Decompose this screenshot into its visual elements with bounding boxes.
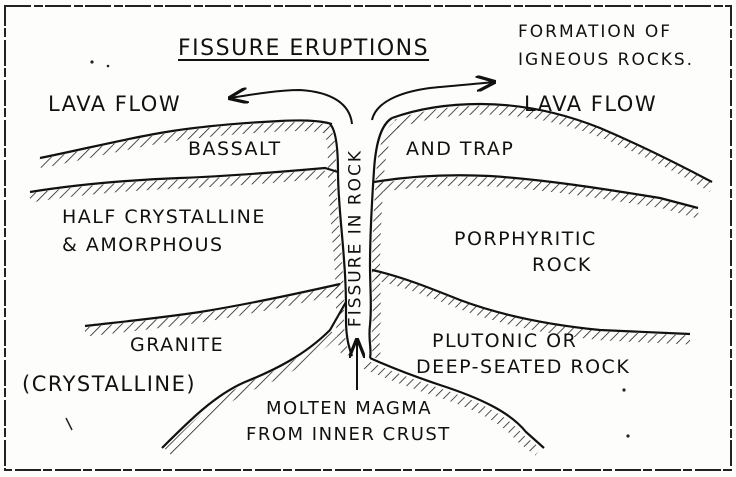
fissure-right-wall: [369, 118, 398, 358]
deep-seated-label: DEEP-SEATED ROCK: [416, 358, 630, 377]
right-layer-boundary-1: [374, 175, 698, 214]
ink-speck: [66, 418, 72, 430]
left-lava-arrow: [230, 90, 352, 124]
ink-speck: [107, 65, 110, 68]
left-layer-boundary-1: [30, 168, 338, 198]
granite-label: GRANITE: [130, 336, 224, 355]
ink-speck: [626, 434, 629, 437]
rock-label: ROCK: [532, 256, 592, 275]
left-layer-boundary-2: [85, 284, 340, 332]
lava-flow-left-label: LAVA FLOW: [48, 94, 181, 115]
subtitle-line-1: FORMATION OF: [518, 24, 672, 41]
molten-magma-label: MOLTEN MAGMA: [266, 400, 432, 418]
bassalt-label: BASSALT: [188, 140, 282, 159]
ink-speck: [622, 388, 625, 391]
lava-flow-right-label: LAVA FLOW: [524, 94, 657, 115]
crystalline-label: (CRYSTALLINE): [22, 374, 196, 395]
diagram-title: FISSURE ERUPTIONS: [178, 38, 429, 60]
porphyritic-label: PORPHYRITIC: [454, 230, 597, 249]
half-crystalline-label: HALF CRYSTALLINE: [62, 208, 266, 227]
amorphous-label: & AMORPHOUS: [62, 236, 224, 255]
and-trap-label: AND TRAP: [406, 140, 514, 159]
subtitle-line-2: IGNEOUS ROCKS.: [518, 52, 694, 69]
left-top-surface: [40, 120, 332, 164]
plutonic-label: PLUTONIC OR: [432, 332, 577, 351]
ink-speck: [90, 60, 93, 63]
fissure-in-rock-label: FISSURE IN ROCK: [348, 149, 365, 327]
inner-crust-label: FROM INNER CRUST: [246, 426, 451, 444]
